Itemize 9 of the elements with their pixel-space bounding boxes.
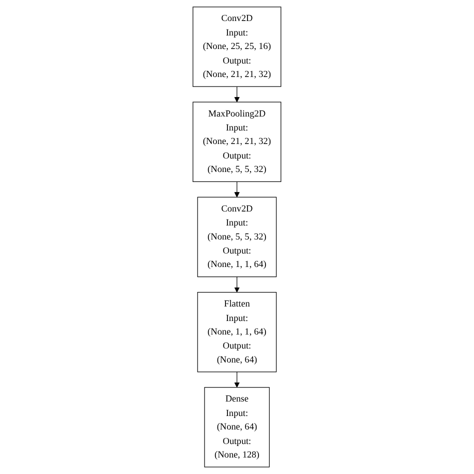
node-box: Conv2D Input: (None, 5, 5, 32) Output: (None, 1, 1, 64) xyxy=(197,196,277,278)
node-box: Conv2D Input: (None, 25, 25, 16) Output: (None, 21, 21, 32) xyxy=(192,6,282,87)
arrow xyxy=(234,276,240,293)
node-box: Dense Input: (None, 64) Output: (None, 128) xyxy=(204,387,270,468)
arrow xyxy=(234,181,240,198)
arrow xyxy=(234,86,240,102)
node-box: MaxPooling2D Input: (None, 21, 21, 32) Output: (None, 5, 5, 32) xyxy=(192,102,282,182)
arrow xyxy=(234,372,240,388)
node-box: Flatten Input: (None, 1, 1, 64) Output: (None, 64) xyxy=(197,292,277,372)
